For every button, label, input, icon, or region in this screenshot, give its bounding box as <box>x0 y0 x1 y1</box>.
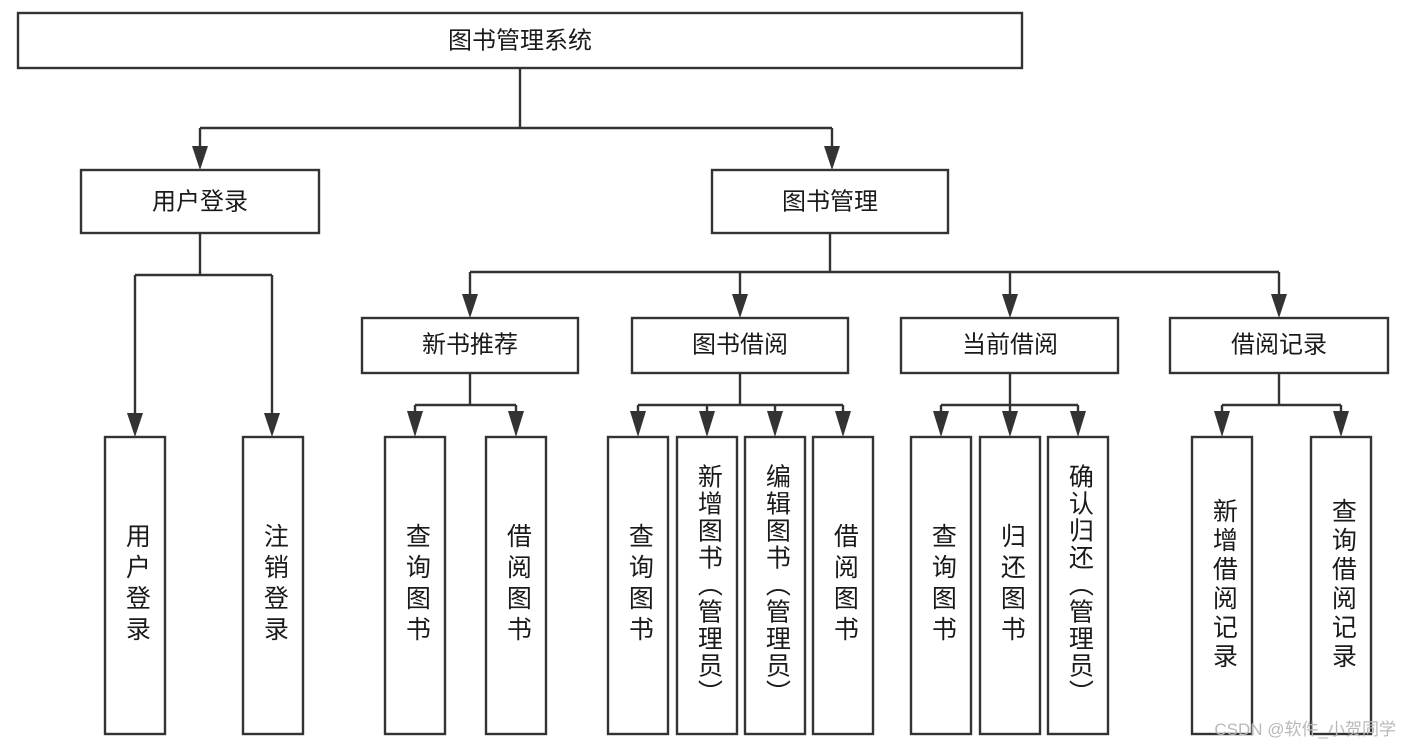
node-user-login[interactable]: 用户登录 <box>79 168 321 235</box>
node-leaf-confirm-return-box[interactable] <box>1046 435 1110 736</box>
node-leaf-edit-book[interactable]: 编辑图书（管理员） <box>743 435 807 736</box>
arrowhead-to-leaf-add-book <box>699 411 715 437</box>
connector-book-borrow-trunk <box>636 373 845 419</box>
node-leaf-query-record-box[interactable] <box>1309 435 1373 736</box>
node-leaf-return-book-label: 归还图书 <box>997 523 1026 647</box>
node-leaf-logout-login-box[interactable] <box>241 435 305 736</box>
arrowhead-to-leaf-confirm-return <box>1070 411 1086 437</box>
node-user-login-label: 用户登录 <box>152 188 248 215</box>
node-user-login-box[interactable] <box>79 168 321 235</box>
arrowhead-to-leaf-return-book <box>1002 411 1018 437</box>
arrowhead-to-leaf-borrow-book-2 <box>835 411 851 437</box>
node-new-book-recommend-label: 新书推荐 <box>422 331 518 358</box>
arrowhead-to-leaf-add-record <box>1214 411 1230 437</box>
arrowhead-to-current-borrow <box>1002 294 1018 318</box>
node-new-book-recommend[interactable]: 新书推荐 <box>360 316 580 375</box>
node-leaf-confirm-return[interactable]: 确认归还（管理员） <box>1046 435 1110 736</box>
arrowhead-to-book-borrow <box>732 294 748 318</box>
watermark-text: CSDN @软件_小贺同学 <box>1214 720 1396 739</box>
node-leaf-return-book[interactable]: 归还图书 <box>978 435 1042 736</box>
connector-borrow-record-trunk <box>1220 373 1343 419</box>
node-leaf-query-book-3-label: 查询图书 <box>928 523 957 647</box>
node-leaf-query-book-3[interactable]: 查询图书 <box>909 435 973 736</box>
node-leaf-query-book-1-label: 查询图书 <box>402 523 431 647</box>
node-leaf-borrow-book-1-label: 借阅图书 <box>503 523 532 647</box>
node-book-management-box[interactable] <box>710 168 950 235</box>
arrowhead-to-new-book-recommend <box>462 294 478 318</box>
node-leaf-borrow-book-1[interactable]: 借阅图书 <box>484 435 548 736</box>
node-leaf-borrow-book-1-box[interactable] <box>484 435 548 736</box>
node-root-label: 图书管理系统 <box>448 27 592 54</box>
node-root-box[interactable] <box>16 11 1024 70</box>
node-root[interactable]: 图书管理系统 <box>16 11 1024 70</box>
node-leaf-query-book-2-label: 查询图书 <box>625 523 654 647</box>
node-leaf-borrow-book-2-box[interactable] <box>811 435 875 736</box>
node-book-borrow[interactable]: 图书借阅 <box>630 316 850 375</box>
node-leaf-query-book-3-box[interactable] <box>909 435 973 736</box>
arrowhead-to-leaf-logout-login <box>264 413 280 437</box>
connector-user-login-trunk <box>133 233 274 419</box>
node-leaf-confirm-return-label: 确认归还（管理员） <box>1065 464 1094 707</box>
arrowhead-to-borrow-record <box>1271 294 1287 318</box>
node-leaf-query-record[interactable]: 查询借阅记录 <box>1309 435 1373 736</box>
node-leaf-add-book-box[interactable] <box>675 435 739 736</box>
arrowhead-to-leaf-query-book-3 <box>933 411 949 437</box>
arrowhead-to-book-management <box>824 146 840 170</box>
node-leaf-add-book-label: 新增图书（管理员） <box>694 464 723 707</box>
node-leaf-edit-book-label: 编辑图书（管理员） <box>762 464 791 707</box>
node-leaf-logout-login-label: 注销登录 <box>260 523 289 647</box>
arrowhead-to-leaf-user-login <box>127 413 143 437</box>
node-borrow-record[interactable]: 借阅记录 <box>1168 316 1390 375</box>
node-leaf-return-book-box[interactable] <box>978 435 1042 736</box>
node-leaf-add-book[interactable]: 新增图书（管理员） <box>675 435 739 736</box>
node-borrow-record-box[interactable] <box>1168 316 1390 375</box>
node-book-management[interactable]: 图书管理 <box>710 168 950 235</box>
node-leaf-user-login-box[interactable] <box>103 435 167 736</box>
node-leaf-user-login-label: 用户登录 <box>122 523 151 647</box>
node-leaf-add-record-box[interactable] <box>1190 435 1254 736</box>
connector-layer <box>127 68 1349 437</box>
node-book-management-label: 图书管理 <box>782 188 878 215</box>
node-leaf-query-record-label: 查询借阅记录 <box>1328 498 1357 672</box>
node-leaf-query-book-2-box[interactable] <box>606 435 670 736</box>
node-leaf-borrow-book-2-label: 借阅图书 <box>830 523 859 647</box>
node-leaf-query-book-1[interactable]: 查询图书 <box>383 435 447 736</box>
node-leaf-user-login[interactable]: 用户登录 <box>103 435 167 736</box>
connector-root-trunk <box>198 68 834 152</box>
node-leaf-edit-book-box[interactable] <box>743 435 807 736</box>
connector-new-book-recommend-trunk <box>413 373 518 419</box>
node-leaf-query-book-2[interactable]: 查询图书 <box>606 435 670 736</box>
arrowhead-to-leaf-query-record <box>1333 411 1349 437</box>
node-leaf-borrow-book-2[interactable]: 借阅图书 <box>811 435 875 736</box>
arrowhead-to-leaf-edit-book <box>767 411 783 437</box>
node-leaf-add-record[interactable]: 新增借阅记录 <box>1190 435 1254 736</box>
node-leaf-logout-login[interactable]: 注销登录 <box>241 435 305 736</box>
node-book-borrow-box[interactable] <box>630 316 850 375</box>
node-current-borrow[interactable]: 当前借阅 <box>899 316 1120 375</box>
arrowhead-to-user-login <box>192 146 208 170</box>
node-leaf-query-book-1-box[interactable] <box>383 435 447 736</box>
node-leaf-add-record-label: 新增借阅记录 <box>1209 498 1238 672</box>
node-new-book-recommend-box[interactable] <box>360 316 580 375</box>
arrowhead-to-leaf-query-book-1 <box>407 411 423 437</box>
node-current-borrow-box[interactable] <box>899 316 1120 375</box>
node-current-borrow-label: 当前借阅 <box>962 331 1058 358</box>
node-borrow-record-label: 借阅记录 <box>1231 331 1327 358</box>
arrowhead-to-leaf-query-book-2 <box>630 411 646 437</box>
arrowhead-to-leaf-borrow-book-1 <box>508 411 524 437</box>
node-book-borrow-label: 图书借阅 <box>692 331 788 358</box>
connector-book-management-trunk <box>468 233 1281 300</box>
